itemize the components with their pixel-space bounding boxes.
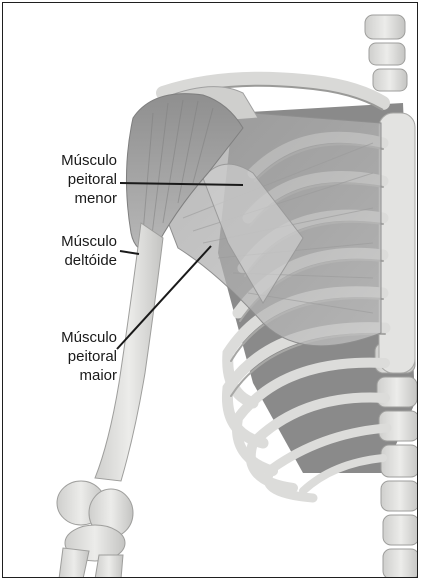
label-line: deltóide — [7, 251, 117, 270]
label-line: Músculo — [7, 328, 117, 347]
label-peitoral-maior: Músculo peitoral maior — [7, 328, 117, 385]
diagram-frame: Músculo peitoral menor Músculo deltóide … — [2, 2, 418, 578]
leader-deltoide — [120, 251, 139, 254]
label-peitoral-menor: Músculo peitoral menor — [7, 151, 117, 208]
label-line: maior — [7, 366, 117, 385]
label-line: peitoral — [7, 170, 117, 189]
label-line: menor — [7, 189, 117, 208]
elbow-joint — [57, 481, 133, 578]
label-line: Músculo — [7, 151, 117, 170]
label-line: Músculo — [7, 232, 117, 251]
anatomy-illustration — [3, 3, 418, 578]
label-line: peitoral — [7, 347, 117, 366]
label-deltoide: Músculo deltóide — [7, 232, 117, 270]
